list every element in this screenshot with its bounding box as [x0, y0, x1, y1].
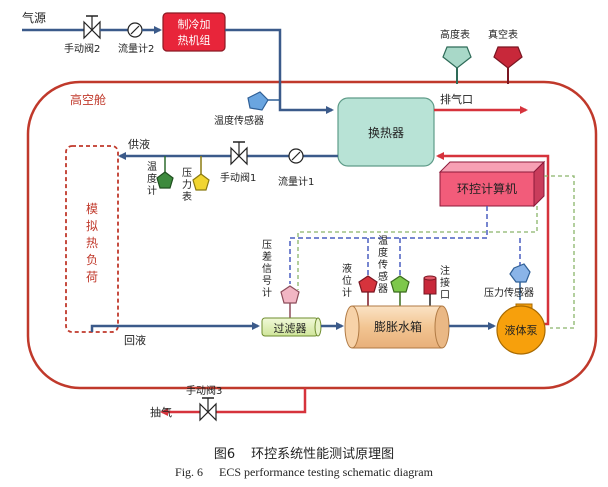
- expansion-tank: 膨胀水箱: [344, 305, 450, 349]
- pressure-gauge-label-3: 表: [182, 190, 192, 203]
- ecs-computer-label: 环控计算机: [457, 181, 517, 196]
- bleed-label: 抽气: [150, 405, 172, 419]
- ts-char-4: 感: [378, 270, 388, 283]
- caption-cn-number: 图6: [213, 447, 236, 462]
- fp-char-2: 接: [440, 276, 450, 289]
- sim-load-char-3: 热: [86, 236, 98, 250]
- dp-char-4: 号: [262, 275, 272, 287]
- chamber-outline: [26, 80, 598, 390]
- ts-char-1: 温: [378, 235, 388, 247]
- thermometer: [156, 156, 174, 189]
- expansion-tank-label: 膨胀水箱: [374, 319, 422, 334]
- fp-char-1: 注: [440, 264, 450, 277]
- temp-sensor-top-label: 温度传感器: [214, 114, 264, 127]
- pressure-gauge: [192, 156, 210, 191]
- supply-label: 供液: [128, 137, 150, 151]
- flowmeter-2: [127, 22, 143, 38]
- dp-char-3: 信: [262, 263, 272, 275]
- flowmeter-1-label: 流量计1: [278, 175, 314, 188]
- sim-load-char-5: 荷: [86, 270, 98, 284]
- fp-char-3: 口: [440, 290, 450, 301]
- sim-load-char-2: 拟: [86, 219, 98, 233]
- caption-en-title: ECS performance testing schematic diagra…: [219, 465, 433, 479]
- bleed-line: [160, 388, 307, 416]
- caption-en-number: Fig. 6: [175, 465, 204, 479]
- sim-load-char-1: 模: [86, 202, 98, 216]
- thermometer-label-3: 计: [147, 184, 157, 197]
- chiller-label-2: 热机组: [178, 33, 211, 47]
- chamber-label: 高空舱: [70, 92, 106, 107]
- schematic: 高空舱 气源 手动阀2 流量计2 制冷加 热机组 高度表 真空表 换热器 排气口: [22, 10, 598, 422]
- valve-1-label: 手动阀1: [220, 171, 256, 184]
- level-char-2: 位: [342, 274, 352, 287]
- pressure-sensor-label: 压力传感器: [484, 286, 534, 299]
- flowmeter-2-label: 流量计2: [118, 42, 154, 55]
- ts-char-5: 器: [378, 283, 388, 295]
- ecs-computer: 环控计算机: [438, 160, 546, 208]
- valve-3-label: 手动阀3: [186, 384, 222, 397]
- caption-cn-title: 环控系统性能测试原理图: [251, 447, 395, 462]
- thermometer-label-2: 度: [147, 172, 157, 185]
- valve-1[interactable]: [230, 141, 248, 166]
- signal-line-green-1: [297, 206, 538, 290]
- level-gauge: [358, 275, 378, 306]
- pressure-gauge-label-1: 压: [182, 167, 192, 179]
- sim-load-char-4: 负: [86, 253, 98, 267]
- chiller-heater-unit: 制冷加 热机组: [162, 12, 226, 52]
- valve-2-label: 手动阀2: [64, 42, 100, 55]
- fill-port: [423, 275, 437, 306]
- return-label: 回液: [124, 333, 146, 347]
- dp-char-5: 计: [262, 286, 272, 299]
- dp-char-2: 差: [262, 250, 272, 263]
- level-char-1: 液: [342, 262, 352, 275]
- chiller-label-1: 制冷加: [178, 18, 211, 31]
- exhaust-label: 排气口: [440, 92, 473, 106]
- signal-line-green-2: [544, 175, 575, 329]
- filter-label: 过滤器: [274, 322, 307, 335]
- altimeter-label: 高度表: [440, 28, 470, 41]
- thermometer-label-1: 温: [147, 161, 157, 173]
- caption-cn: 图6 环控系统性能测试原理图: [0, 443, 608, 462]
- pressure-sensor: [509, 263, 531, 300]
- signal-line-blue-1: [289, 206, 488, 284]
- vacuum-gauge: [493, 46, 523, 84]
- liquid-pump: 液体泵: [496, 303, 546, 355]
- caption-en: Fig. 6 ECS performance testing schematic …: [0, 465, 608, 480]
- temp-sensor-top: [247, 91, 280, 111]
- valve-2[interactable]: [83, 15, 101, 40]
- filter: 过滤器: [261, 317, 322, 337]
- altimeter: [442, 46, 472, 84]
- ts-char-2: 度: [378, 246, 388, 259]
- flowmeter-1: [288, 148, 304, 164]
- heat-exchanger: 换热器: [337, 97, 435, 167]
- ts-char-3: 传: [378, 259, 388, 271]
- return-line: [90, 322, 260, 332]
- pump-label: 液体泵: [505, 323, 538, 337]
- chiller-to-exchanger-line: [225, 28, 334, 114]
- vacuum-gauge-label: 真空表: [488, 28, 518, 41]
- valve-3[interactable]: [199, 397, 217, 422]
- level-char-3: 计: [342, 286, 352, 299]
- pressure-gauge-label-2: 力: [182, 178, 192, 191]
- heat-exchanger-label: 换热器: [368, 126, 404, 140]
- diff-pressure-gauge: [280, 285, 300, 318]
- dp-char-1: 压: [262, 239, 272, 251]
- gas-source-label: 气源: [22, 10, 46, 25]
- temp-sensor-mid: [390, 275, 410, 306]
